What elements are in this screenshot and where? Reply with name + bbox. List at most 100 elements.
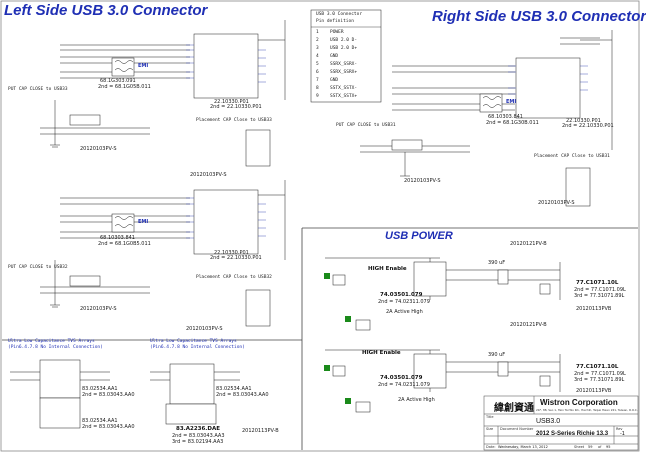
tvs-mid-part: 83.02534.AA1 (216, 386, 252, 392)
table-row: 4 GND (316, 54, 378, 62)
sheet-number: 59 (588, 445, 593, 449)
left-top-chip-pins (186, 44, 266, 83)
tvs-date: 20120113PV-B (242, 428, 279, 434)
left-top-block (40, 20, 286, 167)
company-address: 21F, 88, Sec.1, Hsin Tai Wu Rd., Hsichih… (536, 408, 638, 412)
power-green-markers (324, 273, 351, 404)
left-top-placement-note: Placement CAP Close to USB33 (196, 118, 272, 123)
pin-number: 6 (316, 70, 319, 75)
right-top-connector-alt: 2nd = 22.10330.P01 (562, 123, 614, 129)
left-bottom-date2: 20120103PV-S (186, 326, 223, 332)
date-value: Wednesday, March 13, 2012 (498, 445, 548, 449)
size-label: Size (486, 427, 494, 431)
connector-table-subtitle: Pin definition (316, 19, 354, 24)
left-top-date: 20120103PV-S (80, 146, 117, 152)
tvs-mid-part2: 83.A2236.DAE (176, 426, 220, 432)
power-top-date: 20120113PVB (576, 306, 612, 312)
title-block-lines (483, 395, 639, 451)
right-top-inductor-ref: 68.10303.841 (488, 114, 523, 120)
left-top-connector-alt: 2nd = 22.10330.P01 (210, 104, 262, 110)
right-top-block (360, 30, 613, 207)
sheet-label: Sheet (574, 445, 585, 449)
rev-value: -1 (620, 431, 625, 437)
tvs-left-part2: 83.02534.AA1 (82, 418, 118, 424)
tvs-left-part-alt: 2nd = 83.03043.AA0 (82, 392, 135, 398)
power-block (325, 257, 561, 413)
power-top-enable: HIGH Enable (368, 266, 407, 272)
table-row: 3 USB 2.0 D+ (316, 46, 378, 54)
power-bottom-part-alt: 2nd = 74.02311.079 (378, 382, 430, 388)
power-bottom-cap-label: 390 uF (488, 352, 506, 358)
tvs-mid-sub: (Pin6.4.7.8 No Internal Connection) (150, 345, 245, 350)
left-bottom-cap-note: PUT CAP CLOSE to USB32 (8, 265, 68, 270)
power-bottom-date: 20120113PVB (576, 388, 612, 394)
right-top-date: 20120103PV-S (404, 178, 441, 184)
power-bottom-cap-alt: 2nd = 77.C1071.09L (574, 371, 626, 377)
right-top-placement-note: Placement CAP Close to USB31 (534, 154, 610, 159)
left-top-connector-ref: 22.10330.P01 (214, 99, 249, 105)
table-row: 9 SSTX_SSTX+ (316, 94, 378, 102)
right-top-chip-pins (508, 65, 588, 95)
rev-label: Rev (616, 427, 623, 431)
pin-number: 5 (316, 62, 319, 67)
tvs-mid-part-alt: 2nd = 83.03043.AA0 (216, 392, 269, 398)
of-label: of (598, 445, 602, 449)
right-side-header: Right Side USB 3.0 Connector (432, 8, 646, 25)
power-bottom-date-top: 20120121PV-B (510, 322, 547, 328)
left-bottom-inductor-ref: 68.10303.841 (100, 235, 135, 241)
table-row: 6 SSRX_SSRX+ (316, 70, 378, 78)
power-top-cap-alt: 2nd = 77.C1071.09L (574, 287, 626, 293)
left-bottom-date: 20120103PV-S (80, 306, 117, 312)
doc-label: Document Number (500, 427, 534, 431)
pin-name: USB 2.0 D+ (330, 46, 358, 51)
left-bottom-connector-alt: 2nd = 22.10330.P01 (210, 255, 262, 261)
power-top-part-alt: 2nd = 74.02311.079 (378, 299, 430, 305)
left-bottom-chip-pins (186, 197, 266, 239)
pin-name: SSRX_SSRX+ (330, 70, 358, 75)
sheet-total: 95 (606, 445, 611, 449)
left-top-inductor-ref: 68.1G303.091 (100, 78, 136, 84)
left-side-header: Left Side USB 3.0 Connector (4, 2, 208, 19)
sheet-title: USB3.0 (536, 418, 561, 425)
pin-name: SSTX_SSTX+ (330, 94, 358, 99)
pin-number: 9 (316, 94, 319, 99)
pin-number: 8 (316, 86, 319, 91)
right-top-connector-ref: 22.10330.P01 (566, 118, 601, 124)
power-top-cap-label: 390 uF (488, 260, 506, 266)
power-top-part: 74.03501.079 (380, 292, 423, 298)
company-name: Wistron Corporation (540, 398, 618, 407)
table-row: 2 USB 2.0 D- (316, 38, 378, 46)
left-top-date2: 20120103PV-S (190, 172, 227, 178)
right-top-inductor-alt: 2nd = 68.1G30B.011 (486, 120, 539, 126)
pin-number: 3 (316, 46, 319, 51)
pin-name: GND (330, 54, 339, 59)
pin-number: 4 (316, 54, 319, 59)
pin-name: POWER (330, 30, 344, 35)
usb-power-header: USB POWER (385, 230, 453, 242)
power-top-active: 2A Active High (386, 309, 423, 315)
left-bottom-block (40, 180, 286, 327)
tvs-left-sub: (Pin6.4.7.8 No Internal Connection) (8, 345, 103, 350)
tvs-mid-title: Ultra Low Capacitance TVS Arrays (150, 339, 237, 344)
power-top-cap-part: 77.C1071.10L (576, 280, 619, 286)
company-logo-text: 緯創資通 (494, 403, 534, 414)
pin-number: 2 (316, 38, 319, 43)
left-top-cap-note: PUT CAP CLOSE to USB33 (8, 87, 68, 92)
power-bottom-cap-part: 77.C1071.10L (576, 364, 619, 370)
power-bottom-part: 74.03501.079 (380, 375, 423, 381)
tvs-block (10, 359, 240, 429)
right-top-date2: 20120103PV-S (538, 200, 575, 206)
connector-table-title: USB 3.0 Connector (316, 12, 363, 17)
pin-name: USB 2.0 D- (330, 38, 358, 43)
date-label: Date: (486, 445, 496, 449)
right-top-cap-note: PUT CAP CLOSE to USB31 (336, 123, 396, 128)
power-bottom-enable: HIGH Enable (362, 350, 401, 356)
power-top-date-top: 20120121PV-B (510, 241, 547, 247)
